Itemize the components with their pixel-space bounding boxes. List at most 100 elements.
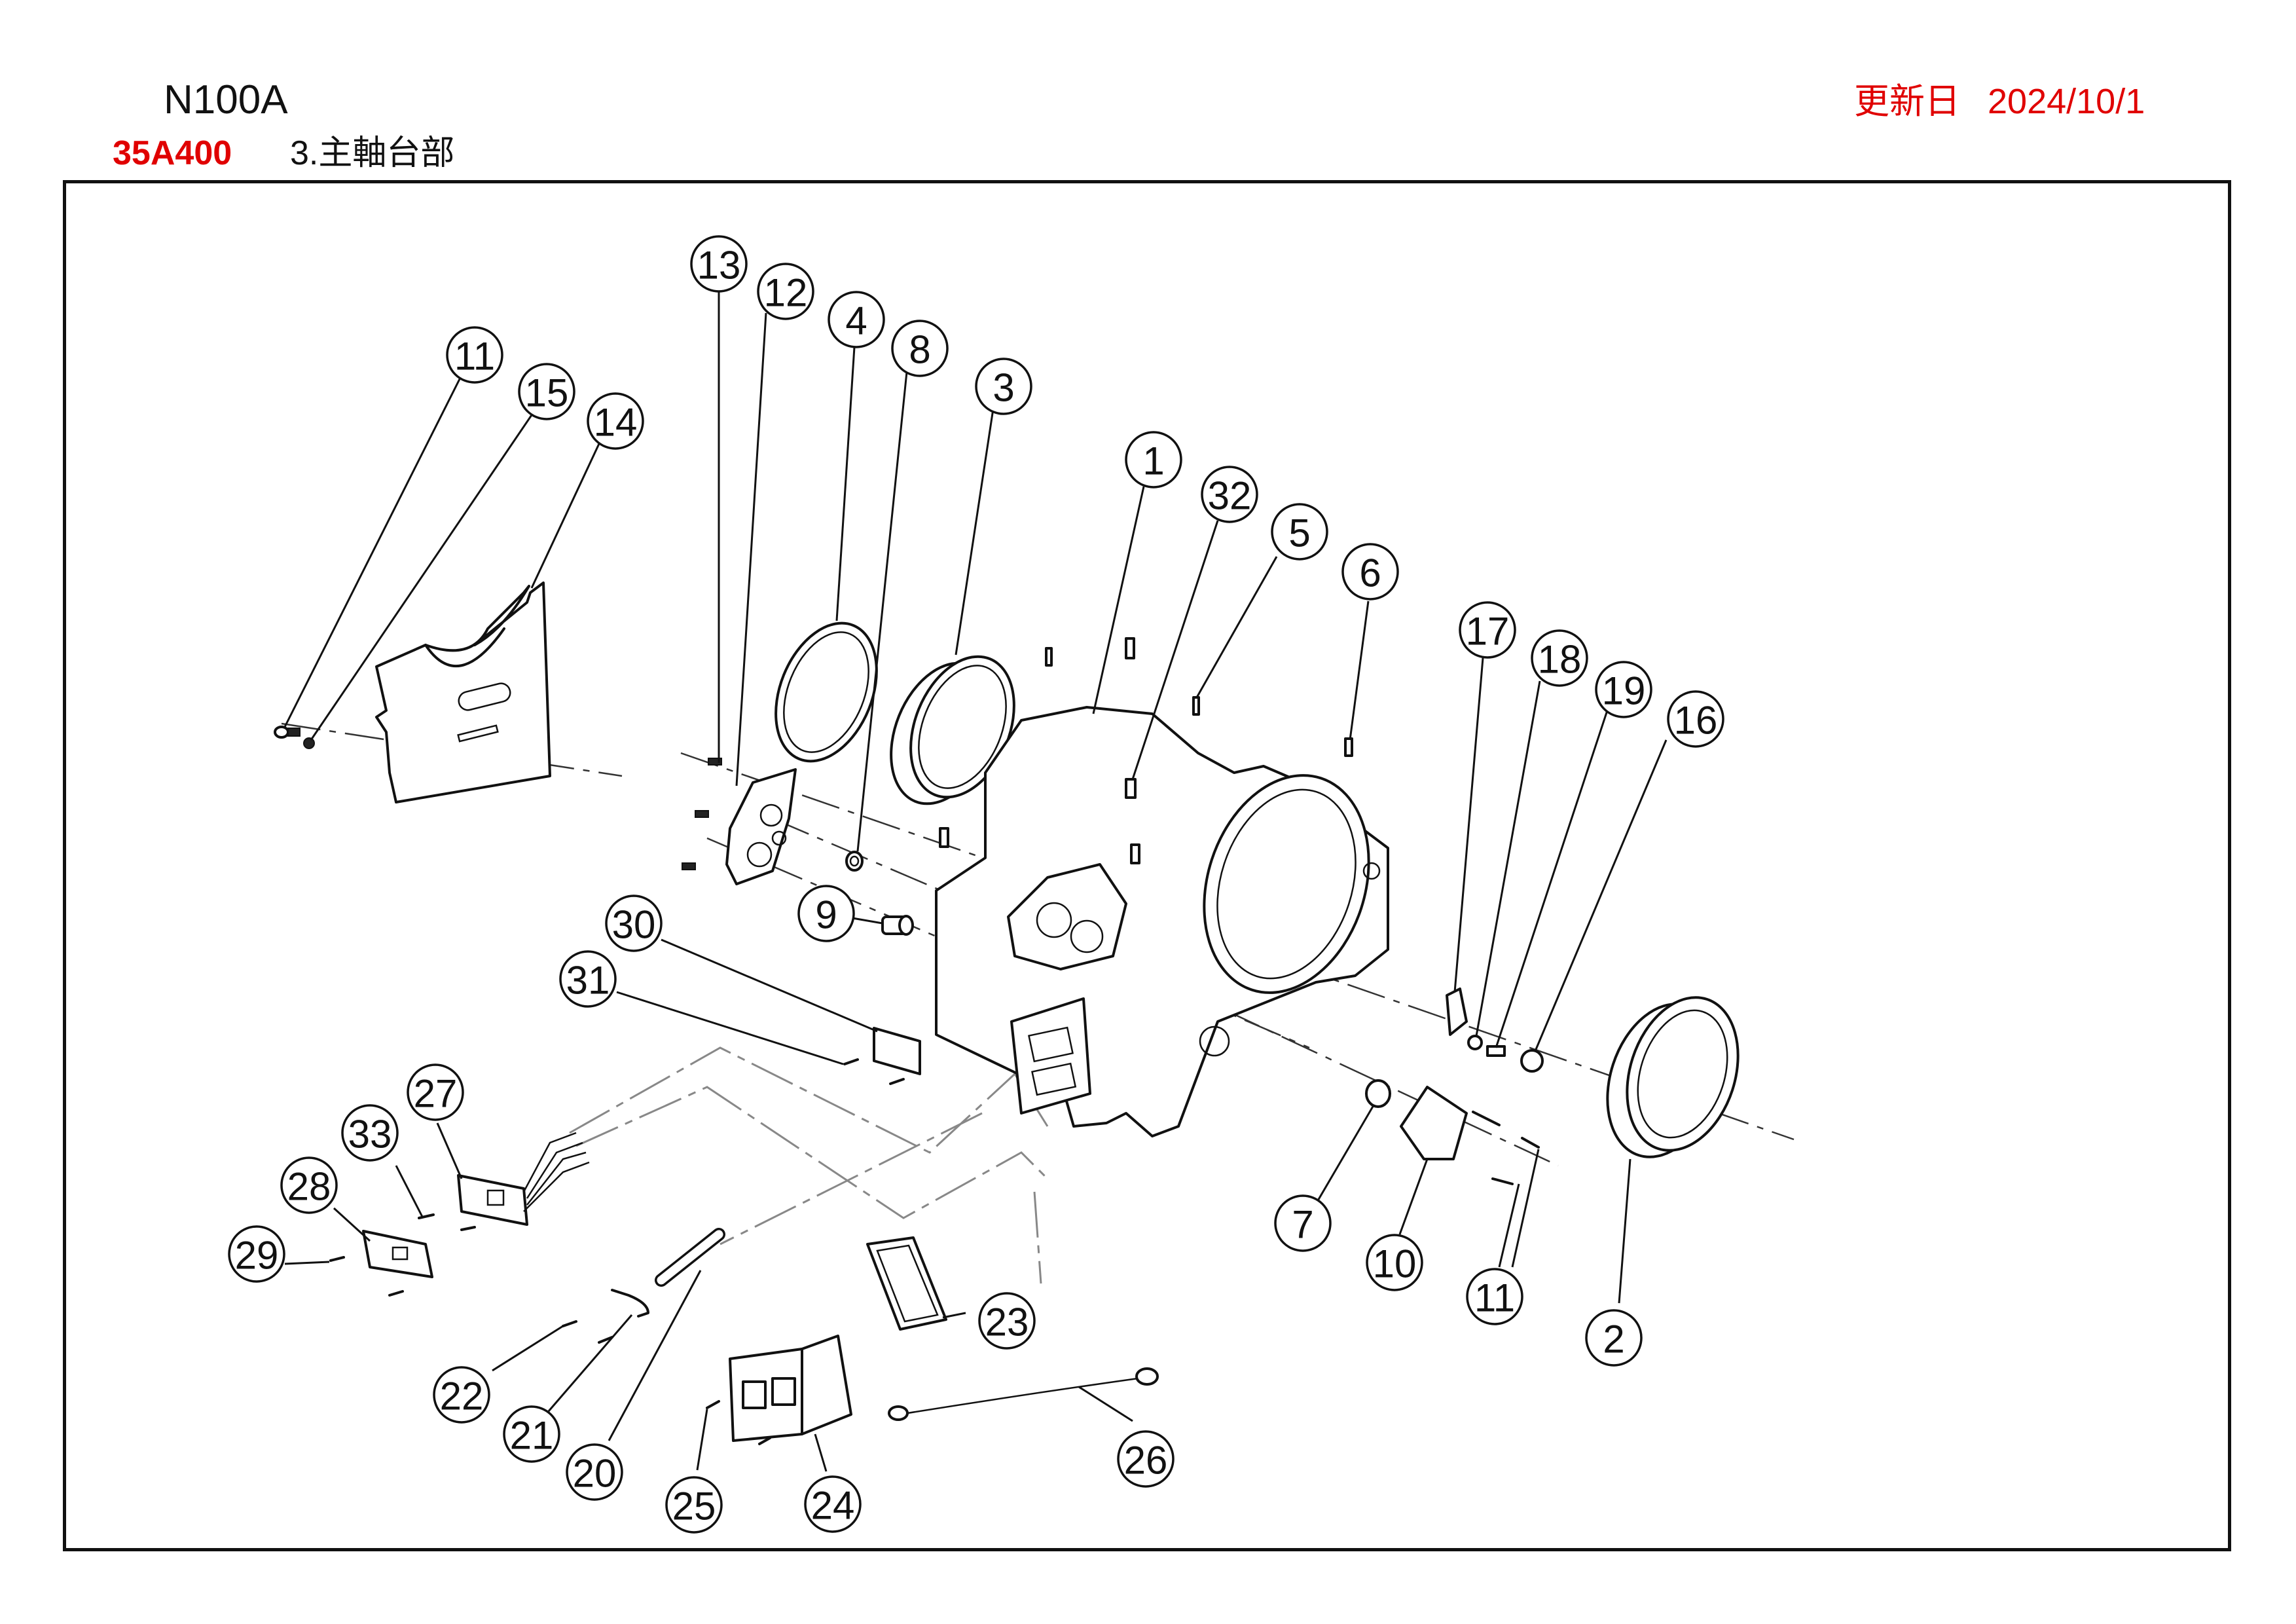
part-4-seal-ring [774,621,878,763]
callout-14: 14 [587,392,644,450]
svg-text:29: 29 [235,1234,279,1278]
section-title: 3.主軸台部 [290,134,455,172]
svg-text:20: 20 [573,1452,617,1496]
svg-text:11: 11 [1474,1276,1515,1320]
callout-8: 8 [891,320,949,377]
svg-text:2: 2 [1603,1318,1624,1361]
callout-17: 17 [1459,601,1516,659]
callout-11-right: 11 [1466,1268,1523,1325]
svg-text:1: 1 [1142,439,1164,483]
update-date-value: 2024/10/1 [1988,82,2145,121]
svg-text:7: 7 [1292,1203,1313,1247]
svg-text:26: 26 [1124,1439,1168,1483]
svg-text:19: 19 [1602,669,1646,713]
svg-text:10: 10 [1373,1242,1417,1286]
part-8-fitting [845,851,864,872]
callout-1: 1 [1125,431,1182,489]
part-24-switch-block [729,1335,852,1442]
part-3-bearing [890,655,1015,805]
svg-text:5: 5 [1288,511,1310,555]
callout-7: 7 [1274,1194,1332,1252]
callout-30: 30 [605,895,663,952]
part-25-screws [706,1400,771,1445]
part-10-cover [1400,1086,1468,1160]
callout-11-left: 11 [446,326,503,384]
svg-text:27: 27 [414,1072,458,1116]
callout-26: 26 [1117,1430,1175,1488]
svg-text:15: 15 [525,371,569,415]
part-27-connector [457,1132,590,1226]
callout-10: 10 [1366,1234,1423,1291]
svg-text:33: 33 [348,1113,392,1156]
callout-18: 18 [1531,629,1588,687]
callout-6: 6 [1341,543,1399,600]
callout-28: 28 [280,1156,338,1214]
svg-text:23: 23 [985,1301,1029,1344]
callout-19: 19 [1595,661,1652,718]
part-30-plate [873,1027,921,1075]
svg-text:4: 4 [845,299,867,343]
svg-text:16: 16 [1674,699,1718,743]
callout-15: 15 [518,363,575,420]
part-23-gasket [866,1236,947,1331]
part-28-switch-plate [362,1230,433,1278]
callout-12: 12 [757,263,814,320]
callout-2: 2 [1585,1309,1643,1367]
callout-20: 20 [566,1443,623,1501]
svg-text:6: 6 [1359,551,1381,595]
svg-text:30: 30 [612,903,656,947]
part-18-washer [1467,1035,1483,1050]
svg-text:14: 14 [594,401,638,445]
part-21-clamp [611,1289,649,1318]
body-studs [939,637,1353,864]
part-26-ground-wire [888,1367,1159,1421]
svg-text:11: 11 [454,335,495,378]
svg-text:8: 8 [909,328,930,372]
callout-25: 25 [665,1476,723,1534]
svg-text:32: 32 [1208,474,1252,518]
callout-16: 16 [1667,690,1724,748]
part-11-screws-right [1472,1111,1540,1185]
model-name: N100A [164,77,288,122]
svg-text:3: 3 [993,366,1014,410]
update-date: 更新日 2024/10/1 [1854,81,2145,122]
svg-text:12: 12 [764,271,808,315]
part-22-screws [562,1320,613,1344]
svg-text:21: 21 [510,1414,554,1458]
leader-lines [283,291,1667,1472]
svg-text:24: 24 [811,1484,855,1528]
diagram-frame [63,180,2231,1551]
part-19-screw [1486,1045,1506,1057]
callout-9: 9 [797,885,855,942]
part-31-screws [843,1058,905,1085]
callout-21: 21 [503,1405,560,1463]
callout-13: 13 [690,235,748,293]
callout-24: 24 [804,1475,862,1533]
wiring-routes [569,1046,1049,1284]
svg-text:28: 28 [287,1165,331,1209]
part-1-headstock-body [935,706,1389,1137]
part-9-fitting [881,915,914,936]
svg-text:31: 31 [566,959,610,1003]
callout-4: 4 [828,291,885,348]
part-16-nut [1520,1049,1544,1073]
svg-text:13: 13 [697,244,741,287]
part-2-bearing [1606,996,1740,1158]
part-number: 35A400 [113,134,232,172]
svg-text:9: 9 [815,893,837,937]
callout-22: 22 [433,1366,490,1424]
part-17-bracket [1446,987,1468,1036]
update-date-label: 更新日 [1854,81,1960,122]
callout-29: 29 [228,1225,285,1283]
svg-text:17: 17 [1466,610,1510,654]
screw-11-15 [274,726,315,749]
part-14-cover-plate [375,581,551,803]
part-33-screws [418,1213,476,1231]
part-20-pin [655,1228,725,1287]
svg-text:25: 25 [672,1485,716,1528]
callout-33: 33 [341,1104,399,1162]
callout-27: 27 [407,1063,464,1121]
svg-text:18: 18 [1538,638,1582,682]
callout-23: 23 [978,1292,1036,1350]
